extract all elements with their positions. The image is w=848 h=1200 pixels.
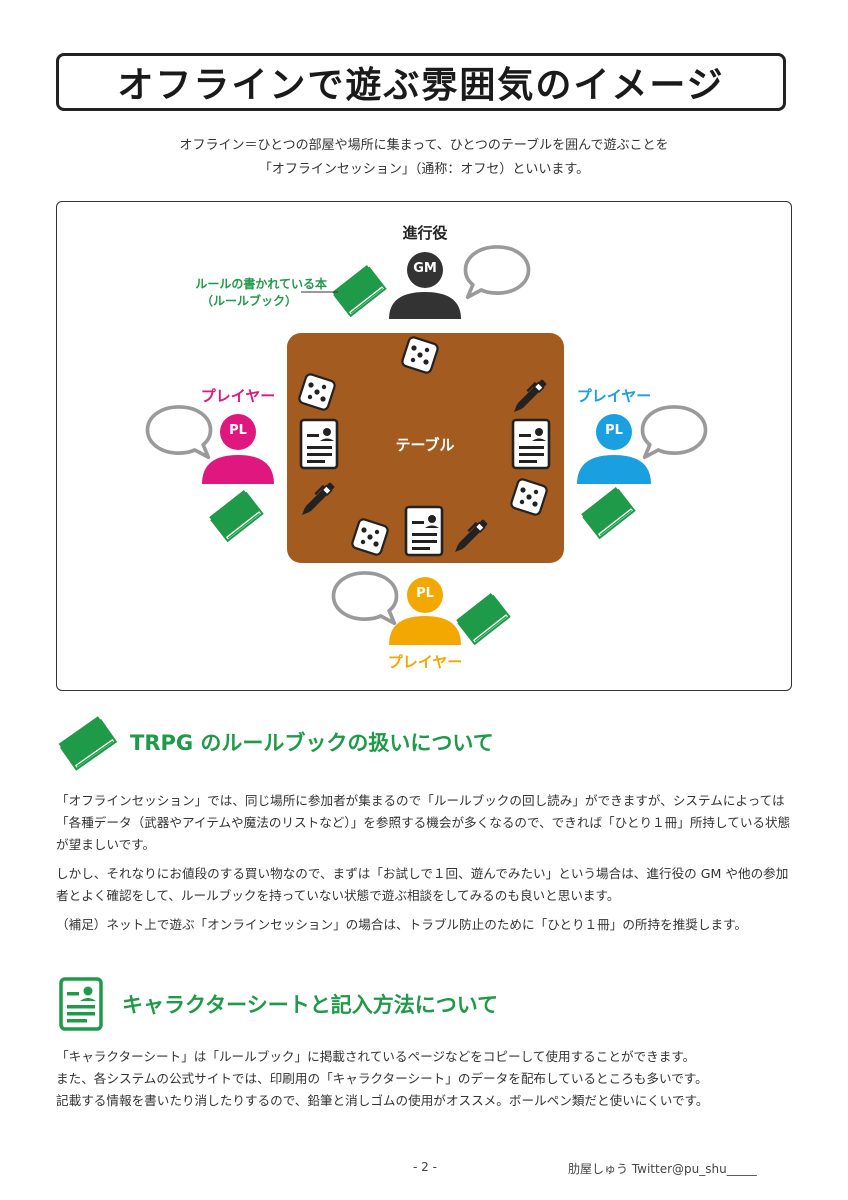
table bbox=[287, 333, 564, 563]
section-character-sheet-heading-row: キャラクターシートと記入方法について bbox=[58, 976, 498, 1032]
gm-rulebook-icon bbox=[331, 264, 387, 317]
section-character-sheet-line-2: また、各システムの公式サイトでは、印刷用の「キャラクターシート」のデータを配布し… bbox=[56, 1071, 708, 1086]
gm-figure bbox=[389, 292, 461, 319]
player-left-badge: PL bbox=[229, 423, 247, 438]
section-rulebook-heading-row: TRPG のルールブックの扱いについて bbox=[58, 712, 494, 772]
player-bottom-speech-bubble-icon bbox=[331, 571, 399, 626]
gm-badge: GM bbox=[413, 261, 437, 276]
player-bottom-book-icon bbox=[455, 592, 511, 645]
page-number: - 2 - bbox=[413, 1160, 437, 1174]
offline-session-diagram: 進行役 GM ルールの書かれている本 （ルールブック） テーブル プレイヤー P… bbox=[56, 201, 792, 691]
player-left-label: プレイヤー bbox=[200, 387, 276, 405]
intro-line-2: 「オフラインセッション」（通称：オフセ）といいます。 bbox=[258, 162, 590, 177]
section-character-sheet-body: 「キャラクターシート」は「ルールブック」に掲載されているページなどをコピーして使… bbox=[56, 1046, 792, 1112]
rulebook-label-line-1: ルールの書かれている本 bbox=[195, 277, 327, 291]
gm-head bbox=[407, 252, 443, 288]
section-rulebook-heading: TRPG のルールブックの扱いについて bbox=[130, 731, 494, 755]
player-left-figure bbox=[202, 455, 274, 484]
player-left-speech-bubble-icon bbox=[145, 405, 213, 460]
table-label: テーブル bbox=[395, 436, 455, 454]
section-character-sheet-line-1: 「キャラクターシート」は「ルールブック」に掲載されているページなどをコピーして使… bbox=[56, 1049, 696, 1064]
section-rulebook-paragraph-1: 「オフラインセッション」では、同じ場所に参加者が集まるので「ルールブックの回し読… bbox=[56, 793, 791, 852]
player-right-speech-bubble-icon bbox=[640, 405, 708, 460]
page-title: オフラインで遊ぶ雰囲気のイメージ bbox=[117, 65, 725, 106]
author-credit: 肋屋しゅう Twitter@pu_shu_____ bbox=[568, 1162, 757, 1176]
player-bottom-head bbox=[407, 577, 443, 613]
player-left-book-icon bbox=[208, 489, 264, 542]
player-right-badge: PL bbox=[605, 423, 623, 438]
player-left-head bbox=[220, 414, 256, 450]
player-bottom-label: プレイヤー bbox=[387, 653, 463, 671]
character-sheet-icon bbox=[299, 418, 339, 470]
section-rulebook-paragraph-2: しかし、それなりにお値段のする買い物なので、まずは「お試しで１回、遊んでみたい」… bbox=[56, 866, 789, 903]
book-icon bbox=[58, 716, 118, 771]
intro-line-1: オフライン＝ひとつの部屋や場所に集まって、ひとつのテーブルを囲んで遊ぶことを bbox=[179, 138, 669, 153]
player-bottom-badge: PL bbox=[416, 586, 434, 601]
character-sheet-icon bbox=[511, 418, 551, 470]
character-sheet-icon bbox=[404, 505, 444, 557]
player-bottom-figure bbox=[389, 616, 461, 645]
gm-speech-bubble-icon bbox=[463, 245, 531, 300]
player-right-label: プレイヤー bbox=[576, 387, 652, 405]
gm-role-label: 進行役 bbox=[402, 224, 448, 242]
section-character-sheet-heading: キャラクターシートと記入方法について bbox=[122, 993, 499, 1017]
section-rulebook-body: 「オフラインセッション」では、同じ場所に参加者が集まるので「ルールブックの回し読… bbox=[56, 790, 792, 943]
player-right-figure bbox=[577, 455, 651, 484]
diagram-illustration bbox=[145, 245, 708, 645]
intro-text: オフライン＝ひとつの部屋や場所に集まって、ひとつのテーブルを囲んで遊ぶことを 「… bbox=[56, 134, 792, 182]
player-right-book-icon bbox=[580, 486, 636, 539]
section-rulebook-paragraph-3: （補足）ネット上で遊ぶ「オンラインセッション」の場合は、トラブル防止のために「ひ… bbox=[56, 917, 748, 932]
rulebook-label-line-2: （ルールブック） bbox=[200, 294, 297, 308]
player-right-head bbox=[596, 414, 632, 450]
character-sheet-icon bbox=[59, 977, 103, 1031]
section-character-sheet-line-3: 記載する情報を書いたり消したりするので、鉛筆と消しゴムの使用がオススメ。ボールペ… bbox=[56, 1093, 709, 1108]
page-title-box: オフラインで遊ぶ雰囲気のイメージ bbox=[56, 53, 786, 111]
